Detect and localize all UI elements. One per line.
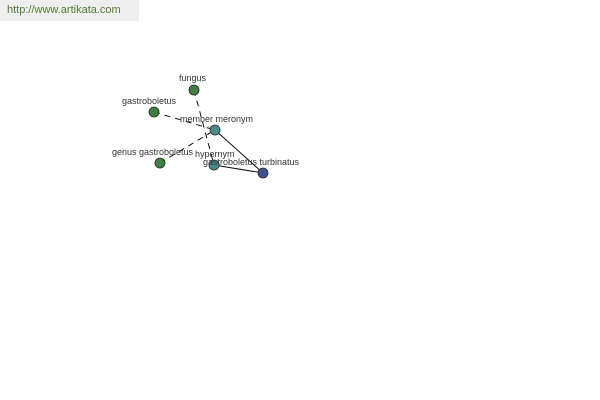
node-member-meronym[interactable] [209, 124, 221, 136]
site-url-link[interactable]: http://www.artikata.com [7, 4, 121, 16]
node-gastroboletus[interactable] [148, 106, 160, 118]
node-genus-gastroboletus[interactable] [154, 157, 166, 169]
edge-hypernym-to-gastroboletus-turbinatus [213, 164, 264, 174]
node-label-fungus[interactable]: fungus [179, 73, 207, 83]
node-fungus[interactable] [188, 84, 200, 96]
edge-fungus-to-hypernym [193, 89, 215, 166]
node-hypernym[interactable] [208, 159, 220, 171]
node-gastroboletus-turbinatus[interactable] [257, 167, 269, 179]
node-label-hypernym[interactable]: hypernym [195, 149, 235, 159]
node-label-member-meronym[interactable]: member meronym [180, 114, 253, 124]
node-label-gastroboletus[interactable]: gastroboletus [122, 96, 177, 106]
node-label-genus-gastroboletus[interactable]: genus gastroboletus [112, 147, 194, 157]
edge-member-meronym-to-gastroboletus-turbinatus [214, 129, 264, 174]
node-label-gastroboletus-turbinatus[interactable]: gastroboletus turbinatus [203, 157, 300, 167]
url-bar: http://www.artikata.com [0, 0, 139, 21]
